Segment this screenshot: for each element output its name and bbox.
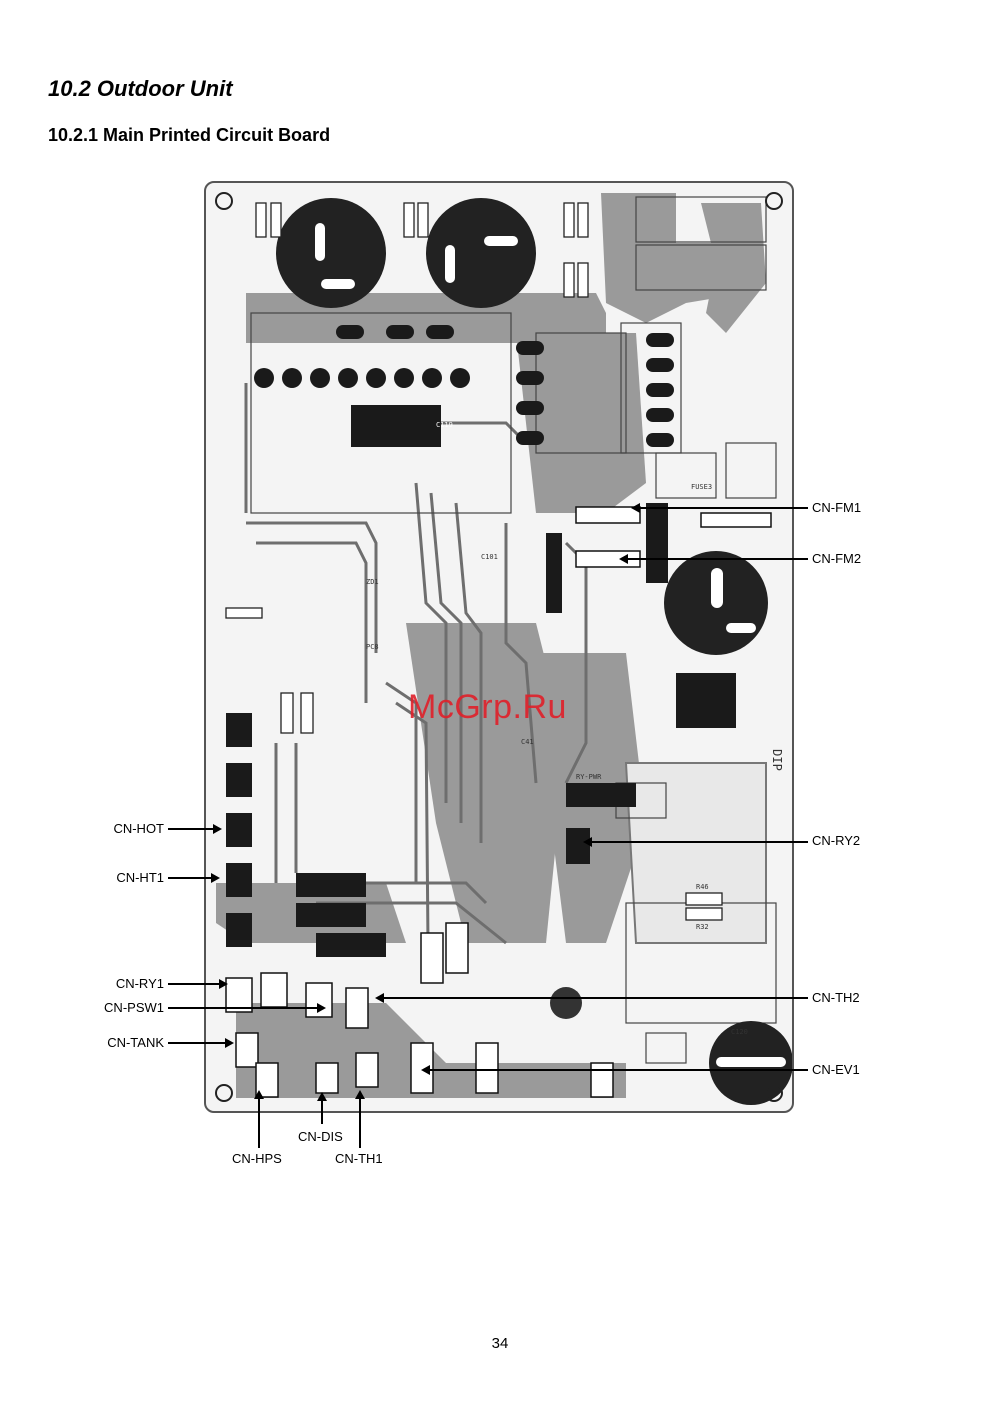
leader-cn-th1 <box>359 1098 361 1148</box>
connectors <box>225 506 772 1098</box>
pads <box>226 325 736 957</box>
arrow-cn-ev1 <box>421 1065 430 1075</box>
pcb-diagram: C119 FUSE3 DIP C120 ZD1 PC8 C101 R32 R46… <box>198 175 804 1115</box>
callout-cn-fm2: CN-FM2 <box>812 551 862 566</box>
label-c119: C119 <box>436 421 453 429</box>
leader-cn-hps <box>258 1098 260 1148</box>
leader-cn-hot <box>168 828 214 830</box>
arrow-cn-hps <box>254 1090 264 1099</box>
leader-cn-ry1 <box>168 983 220 985</box>
label-pc8: PC8 <box>366 643 379 651</box>
callout-cn-th2: CN-TH2 <box>812 990 860 1005</box>
arrow-cn-hot <box>213 824 222 834</box>
capacitors <box>276 198 792 1105</box>
label-c41: C41 <box>521 738 534 746</box>
arrow-cn-psw1 <box>317 1003 326 1013</box>
callout-cn-hot: CN-HOT <box>113 821 164 836</box>
callout-cn-fm1: CN-FM1 <box>812 500 862 515</box>
label-c101: C101 <box>481 553 498 561</box>
label-c120: C120 <box>731 1028 748 1036</box>
leader-cn-fm1 <box>640 507 808 509</box>
pcb-board: C119 FUSE3 DIP C120 ZD1 PC8 C101 R32 R46… <box>204 181 794 1113</box>
leader-cn-dis <box>321 1100 323 1124</box>
arrow-cn-th1 <box>355 1090 365 1099</box>
label-r32: R32 <box>696 923 709 931</box>
arrow-cn-tank <box>225 1038 234 1048</box>
callout-cn-psw1: CN-PSW1 <box>104 1000 164 1015</box>
callout-cn-th1: CN-TH1 <box>335 1151 383 1166</box>
leader-cn-fm2 <box>628 558 808 560</box>
leader-cn-ht1 <box>168 877 212 879</box>
subsection-title: 10.2.1 Main Printed Circuit Board <box>48 125 331 145</box>
leader-cn-ev1 <box>430 1069 808 1071</box>
callout-cn-ry1: CN-RY1 <box>115 976 164 991</box>
leader-cn-ry2 <box>592 841 808 843</box>
callout-cn-hps: CN-HPS <box>232 1151 282 1166</box>
page-number: 34 <box>491 1335 509 1352</box>
label-zd1: ZD1 <box>366 578 379 586</box>
copper-pours <box>216 193 767 1098</box>
arrow-cn-ht1 <box>211 873 220 883</box>
callout-cn-tank: CN-TANK <box>107 1035 164 1050</box>
arrow-cn-dis <box>317 1092 327 1101</box>
label-dip: DIP <box>769 749 784 771</box>
arrow-cn-ry1 <box>219 979 228 989</box>
arrow-cn-th2 <box>375 993 384 1003</box>
mounting-holes <box>215 192 783 1102</box>
arrow-cn-ry2 <box>583 837 592 847</box>
watermark: McGrp.Ru <box>408 688 567 726</box>
pcb-artwork <box>215 192 792 1105</box>
label-r46: R46 <box>696 883 709 891</box>
arrow-cn-fm1 <box>631 503 640 513</box>
leader-cn-tank <box>168 1042 226 1044</box>
leader-cn-psw1 <box>168 1007 318 1009</box>
callout-cn-ht1: CN-HT1 <box>116 870 164 885</box>
callout-cn-ry2: CN-RY2 <box>812 833 861 848</box>
arrow-cn-fm2 <box>619 554 628 564</box>
label-fuse3: FUSE3 <box>691 483 713 491</box>
leader-cn-th2 <box>384 997 808 999</box>
callout-cn-dis: CN-DIS <box>298 1129 343 1144</box>
label-ry-pwr: RY-PWR <box>576 773 602 781</box>
section-title: 10.2 Outdoor Unit <box>48 76 233 101</box>
callout-cn-ev1: CN-EV1 <box>812 1062 860 1077</box>
resistors <box>225 202 723 921</box>
